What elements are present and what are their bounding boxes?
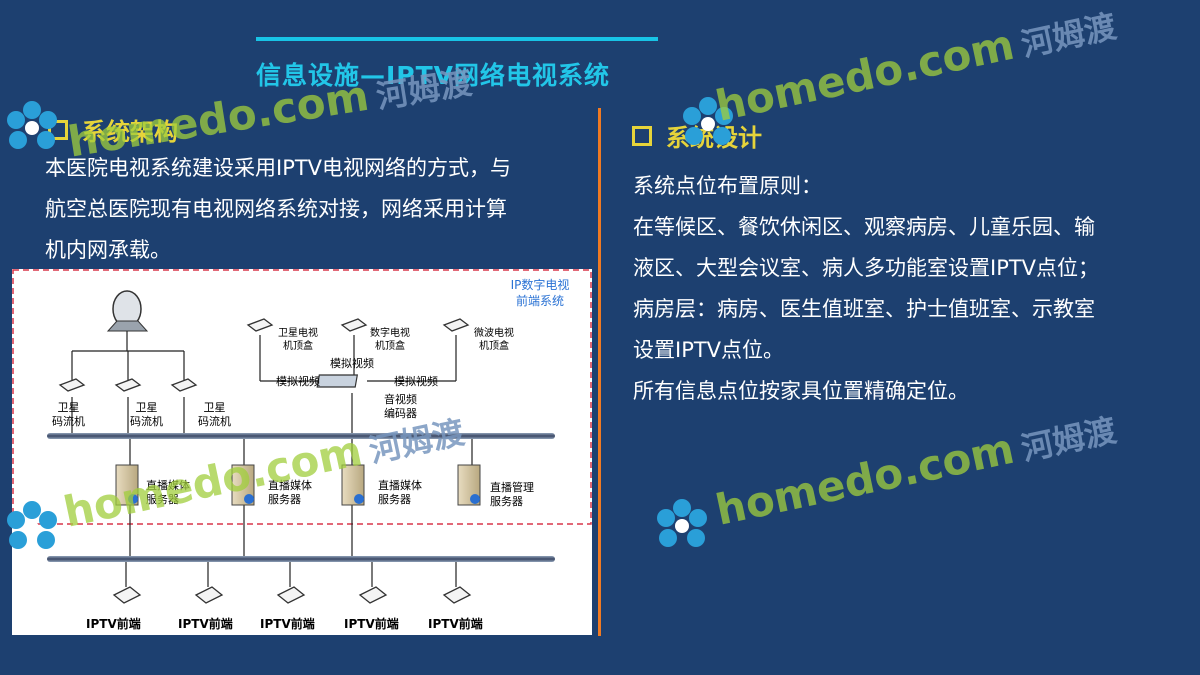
- encoder-label: 音视频 编码器: [384, 393, 417, 420]
- stb-label: 卫星电视 机顶盒: [278, 328, 318, 352]
- watermark-flower-icon: [657, 499, 707, 547]
- frontend-system-label: IP数字电视 前端系统: [510, 278, 570, 308]
- satellite-receiver-icon: [114, 378, 142, 392]
- terminal-label: IPTV前端: [428, 617, 483, 631]
- left-section-body: 本医院电视系统建设采用IPTV电视网络的方式，与 航空总医院现有电视网络系统对接…: [45, 148, 511, 271]
- av-encoder-icon: [316, 374, 359, 388]
- right-line-4: 病房层：病房、医生值班室、护士值班室、示教室: [633, 297, 1095, 321]
- right-section-heading: 系统设计: [632, 118, 762, 153]
- iptv-terminal-icon: [276, 586, 306, 604]
- terminal-label: IPTV前端: [178, 617, 233, 631]
- frontend-boundary: [12, 269, 592, 525]
- stb-label: 数字电视 机顶盒: [370, 328, 410, 352]
- title-accent-bar: [256, 37, 658, 41]
- server-label: 直播媒体 服务器: [268, 479, 312, 506]
- analog-video-label: 模拟视频: [330, 357, 374, 370]
- square-bullet-icon: [632, 125, 652, 146]
- watermark-brand: homedo.com: [711, 423, 1019, 535]
- terminal-label: IPTV前端: [86, 617, 141, 631]
- watermark: homedo.com河姆渡: [711, 402, 1120, 535]
- set-top-box-icon: [340, 318, 368, 332]
- iptv-terminal-icon: [442, 586, 472, 604]
- right-section-body: 系统点位布置原则： 在等候区、餐饮休闲区、观察病房、儿童乐园、输 液区、大型会议…: [633, 166, 1099, 412]
- stb-label: 微波电视 机顶盒: [474, 328, 514, 352]
- iptv-terminal-icon: [358, 586, 388, 604]
- terminal-label: IPTV前端: [260, 617, 315, 631]
- vertical-divider: [598, 108, 601, 636]
- satellite-receiver-icon: [58, 378, 86, 392]
- left-line-2: 航空总医院现有电视网络系统对接，网络采用计算: [45, 197, 507, 221]
- upper-network-bus: [47, 433, 555, 439]
- receiver-label: 卫星 码流机: [130, 401, 163, 428]
- watermark-cn: 河姆渡: [1017, 6, 1120, 65]
- square-bullet-icon: [48, 119, 68, 140]
- iptv-network-diagram: IP数字电视 前端系统 卫星 码流机 卫星 码流机 卫星 码流机 卫星电视 机顶…: [12, 269, 592, 635]
- analog-video-label: 模拟视频: [276, 375, 320, 388]
- left-line-1: 本医院电视系统建设采用IPTV电视网络的方式，与: [45, 156, 512, 180]
- right-line-1: 系统点位布置原则：: [633, 174, 822, 198]
- slide-title: 信息设施—IPTV网络电视系统: [256, 61, 611, 90]
- satellite-dish-icon: [106, 290, 149, 332]
- watermark-brand: homedo.com: [711, 19, 1019, 131]
- iptv-terminal-icon: [194, 586, 224, 604]
- server-label: 直播媒体 服务器: [146, 479, 190, 506]
- server-label: 直播媒体 服务器: [378, 479, 422, 506]
- terminal-label: IPTV前端: [344, 617, 399, 631]
- satellite-receiver-icon: [170, 378, 198, 392]
- right-line-3: 液区、大型会议室、病人多功能室设置IPTV点位；: [633, 256, 1100, 280]
- right-line-6: 所有信息点位按家具位置精确定位。: [633, 379, 969, 403]
- receiver-label: 卫星 码流机: [52, 401, 85, 428]
- analog-video-label: 模拟视频: [394, 375, 438, 388]
- iptv-terminal-icon: [112, 586, 142, 604]
- left-heading-text: 系统架构: [82, 118, 178, 146]
- server-label: 直播管理 服务器: [490, 481, 534, 508]
- left-line-3: 机内网承载。: [45, 238, 171, 262]
- left-section-heading: 系统架构: [48, 112, 178, 147]
- watermark: homedo.com河姆渡: [711, 0, 1120, 131]
- right-heading-text: 系统设计: [666, 124, 762, 152]
- right-line-2: 在等候区、餐饮休闲区、观察病房、儿童乐园、输: [633, 215, 1095, 239]
- receiver-label: 卫星 码流机: [198, 401, 231, 428]
- watermark-cn: 河姆渡: [1017, 410, 1120, 469]
- set-top-box-icon: [442, 318, 470, 332]
- right-line-5: 设置IPTV点位。: [633, 338, 785, 362]
- set-top-box-icon: [246, 318, 274, 332]
- lower-network-bus: [47, 556, 555, 562]
